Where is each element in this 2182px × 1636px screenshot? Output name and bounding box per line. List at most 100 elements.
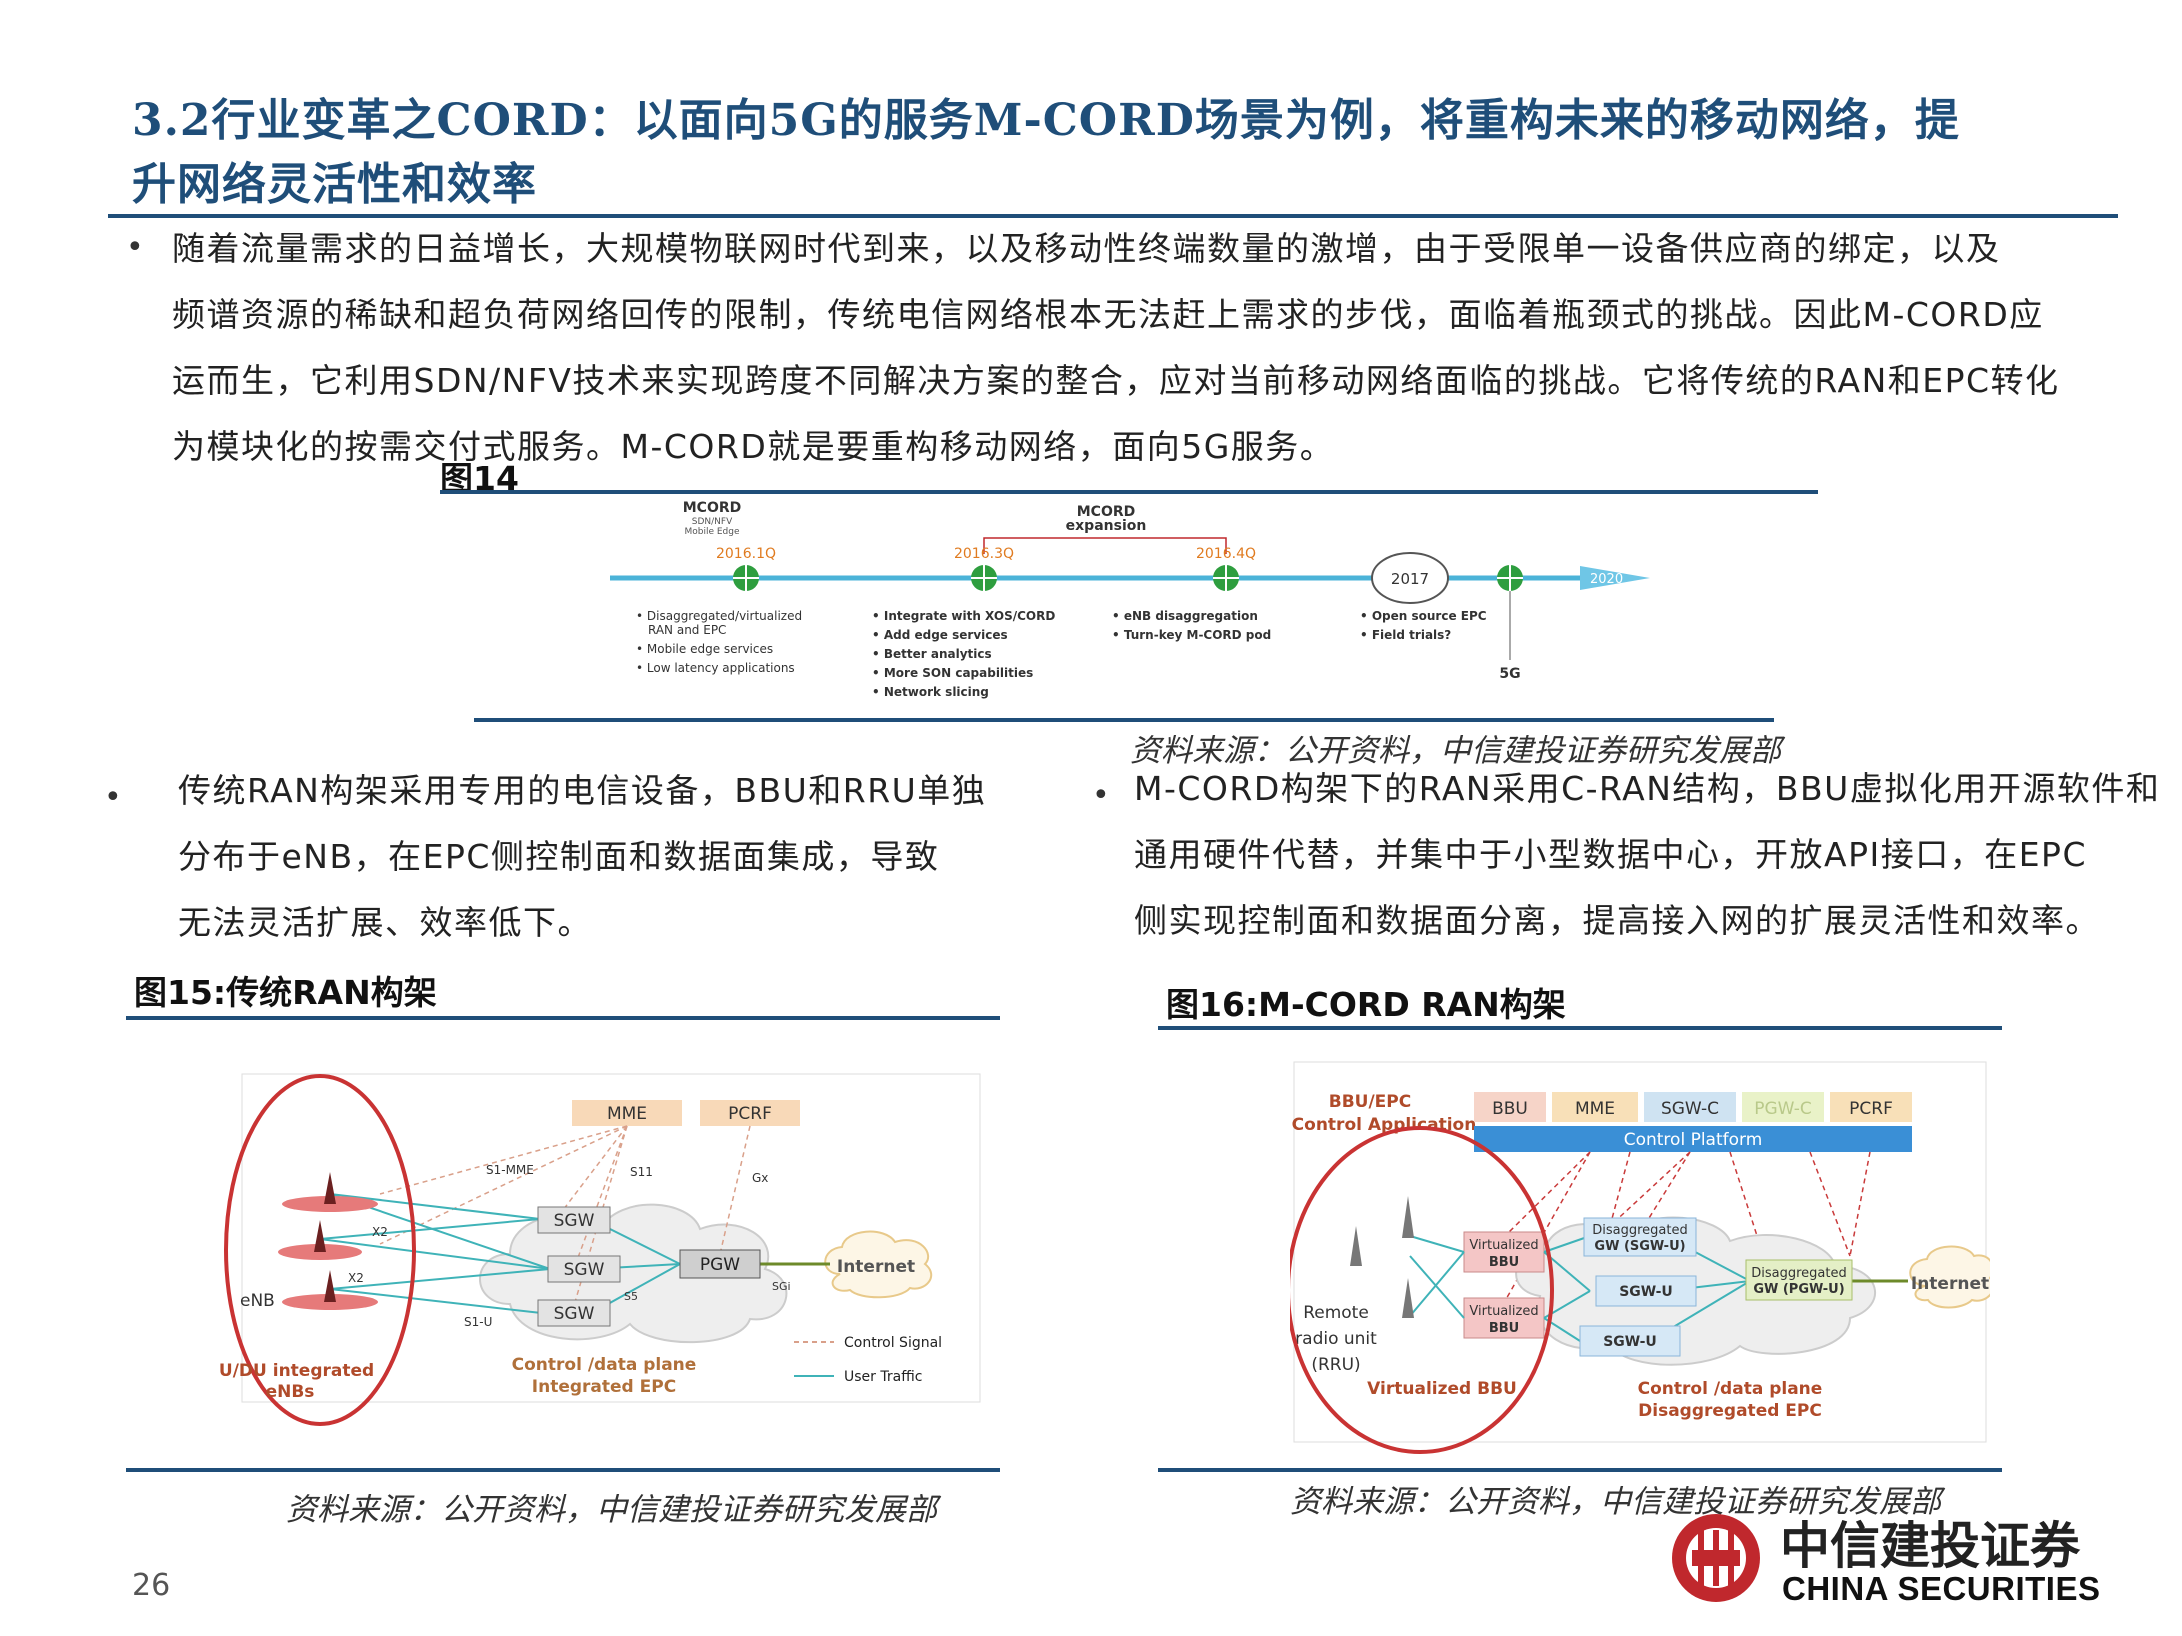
enb-tower-2	[278, 1220, 362, 1260]
rru-tower-1	[1402, 1196, 1414, 1238]
fig14-top-rule	[440, 490, 1818, 494]
dgw-sgwu-line-2: GW (SGW-U)	[1594, 1239, 1685, 1254]
rru-tower-2	[1350, 1226, 1362, 1266]
legend-user-label: User Traffic	[844, 1369, 922, 1385]
milestone-2016-1q-label: 2016.1Q	[716, 546, 776, 562]
vbbu-1-line-1: Virtualized	[1469, 1238, 1538, 1253]
china-securities-logo-icon	[1668, 1510, 1764, 1606]
fig15-bottom-rule	[126, 1468, 1000, 1472]
dgw-pgwu-box	[1745, 1259, 1853, 1301]
pgw-label: PGW	[700, 1255, 740, 1275]
milestone-2017-label: 2017	[1391, 570, 1429, 588]
col3-line-1: • eNB disaggregation	[1112, 609, 1258, 623]
col2-line-2: • Add edge services	[872, 628, 1008, 642]
left-bullet: •	[104, 780, 122, 815]
box-mme-label: MME	[1575, 1099, 1615, 1119]
vbbu-box-2	[1463, 1297, 1545, 1339]
milestone-2-marker	[971, 565, 997, 591]
cp-label-2: Integrated EPC	[532, 1377, 676, 1397]
x2-label-b: X2	[348, 1271, 364, 1285]
logo-chinese-text: 中信建投证券	[1780, 1516, 2080, 1575]
ru-du-label-1: RU/DU integrated	[220, 1361, 374, 1381]
intro-line-4: 为模块化的按需交付式服务。M-CORD就是要重构移动网络，面向5G服务。	[172, 427, 1335, 466]
fig16-cp-label-2: Disaggregated EPC	[1638, 1401, 1822, 1421]
col2-line-3: • Better analytics	[872, 647, 992, 661]
fig16-top-rule	[1158, 1026, 2002, 1030]
dgw-sgwu-box	[1583, 1217, 1697, 1257]
sgw-box-2	[547, 1255, 621, 1283]
right-bullet: •	[1092, 778, 1110, 813]
mme-label: MME	[607, 1104, 647, 1124]
legend-control-label: Control Signal	[844, 1335, 942, 1351]
sgwu-box-2	[1579, 1325, 1681, 1357]
control-platform-label: Control Platform	[1624, 1130, 1763, 1150]
fig15-legend: Control Signal User Traffic	[794, 1335, 942, 1385]
fig16-svg: BBU/EPC Control Application BBU MME SGW-…	[1286, 1061, 1995, 1454]
rru-label-3: (RRU)	[1311, 1355, 1360, 1375]
ru-du-label-2: eNBs	[266, 1382, 315, 1402]
enb-tower-3	[282, 1270, 378, 1310]
box-mme	[1552, 1092, 1638, 1122]
box-pgwc	[1742, 1092, 1824, 1122]
col4-line-1: • Open source EPC	[1360, 609, 1487, 623]
dgw-sgwu-line-1: Disaggregated	[1592, 1223, 1688, 1238]
mcord-label: MCORD	[683, 500, 742, 516]
sgwu-label-2: SGW-U	[1603, 1334, 1657, 1350]
fig15-source: 资料来源：公开资料，中信建投证券研究发展部	[286, 1492, 937, 1528]
box-pcrf	[1830, 1092, 1912, 1122]
intro-bullet: •	[126, 230, 144, 265]
box-sgwc	[1644, 1092, 1736, 1122]
title-underline	[108, 214, 2118, 218]
col2-line-1: • Integrate with XOS/CORD	[872, 609, 1055, 623]
right-line-1: M-CORD构架下的RAN采用C-RAN结构，BBU虚拟化用开源软件和	[1134, 769, 2161, 808]
mcord-sub2: Mobile Edge	[684, 527, 739, 537]
right-line-3: 侧实现控制面和数据面分离，提高接入网的扩展灵活性和效率。	[1134, 901, 2100, 940]
sgw-box-3	[537, 1299, 611, 1327]
page-number: 26	[132, 1568, 171, 1603]
gx-label: Gx	[752, 1171, 768, 1185]
vbbu-box-1	[1463, 1231, 1545, 1273]
intro-paragraph: 随着流量需求的日益增长，大规模物联网时代到来，以及移动性终端数量的激增，由于受限…	[172, 216, 2132, 480]
milestone-2017-circle	[1371, 552, 1449, 604]
pcrf-box	[700, 1100, 800, 1126]
fig15-svg: Internet MME PCRF S1-MME S11 Gx	[206, 1073, 981, 1426]
rru-label-2: radio unit	[1295, 1329, 1377, 1349]
dgw-pgwu-line-2: GW (PGW-U)	[1753, 1282, 1844, 1297]
col1-line-1: • Disaggregated/virtualized	[636, 609, 802, 623]
milestone-2016-4q-label: 2016.4Q	[1196, 546, 1256, 562]
sgw-label-1: SGW	[554, 1211, 595, 1231]
page-title-line-1: 3.2行业变革之CORD：以面向5G的服务M-CORD场景为例，将重构未来的移动…	[132, 95, 1960, 146]
col1-line-3: • Mobile edge services	[636, 642, 773, 656]
logo-english-text: CHINA SECURITIES	[1782, 1570, 2101, 1607]
box-pcrf-label: PCRF	[1849, 1099, 1893, 1119]
col1-line-2: RAN and EPC	[648, 623, 726, 637]
enb-tower-1	[282, 1172, 378, 1212]
fig16-diagram: BBU/EPC Control Application BBU MME SGW-…	[1286, 1056, 1995, 1464]
mcord-sub1: SDN/NFV	[692, 517, 733, 527]
sgi-label: SGi	[772, 1280, 791, 1293]
intro-line-1: 随着流量需求的日益增长，大规模物联网时代到来，以及移动性终端数量的激增，由于受限…	[172, 229, 2001, 268]
fig14-source: 资料来源：公开资料，中信建投证券研究发展部	[1130, 733, 1781, 769]
milestone-2020-label: 2020	[1590, 572, 1623, 587]
control-platform-bar	[1474, 1126, 1912, 1152]
sgwu-box-1	[1595, 1275, 1697, 1307]
fig15-top-rule	[126, 1016, 1000, 1020]
sgw-box-1	[537, 1206, 611, 1234]
dgw-pgwu-line-1: Disaggregated	[1751, 1266, 1847, 1281]
s5-label: S5	[624, 1290, 638, 1303]
cp-label-1: Control /data plane	[512, 1355, 697, 1375]
fig15-title: 图15:传统RAN构架	[134, 973, 437, 1012]
fig15-diagram: Internet MME PCRF S1-MME S11 Gx	[206, 1064, 990, 1454]
pcrf-label: PCRF	[728, 1104, 772, 1124]
left-line-2: 分布于eNB，在EPC侧控制面和数据面集成，导致	[178, 837, 940, 876]
col3-line-2: • Turn-key M-CORD pod	[1112, 628, 1271, 642]
sgw-label-2: SGW	[564, 1260, 605, 1280]
milestone-2016-3q-label: 2016.3Q	[954, 546, 1014, 562]
vbbu-2-line-2: BBU	[1489, 1321, 1519, 1336]
expansion-label-1: MCORD	[1077, 504, 1136, 520]
fig16-title: 图16:M-CORD RAN构架	[1166, 985, 1566, 1024]
page-title-line-2: 升网络灵活性和效率	[132, 159, 537, 210]
pgw-box	[679, 1249, 761, 1279]
box-bbu-label: BBU	[1492, 1099, 1528, 1119]
rru-label-1: Remote	[1303, 1303, 1369, 1323]
